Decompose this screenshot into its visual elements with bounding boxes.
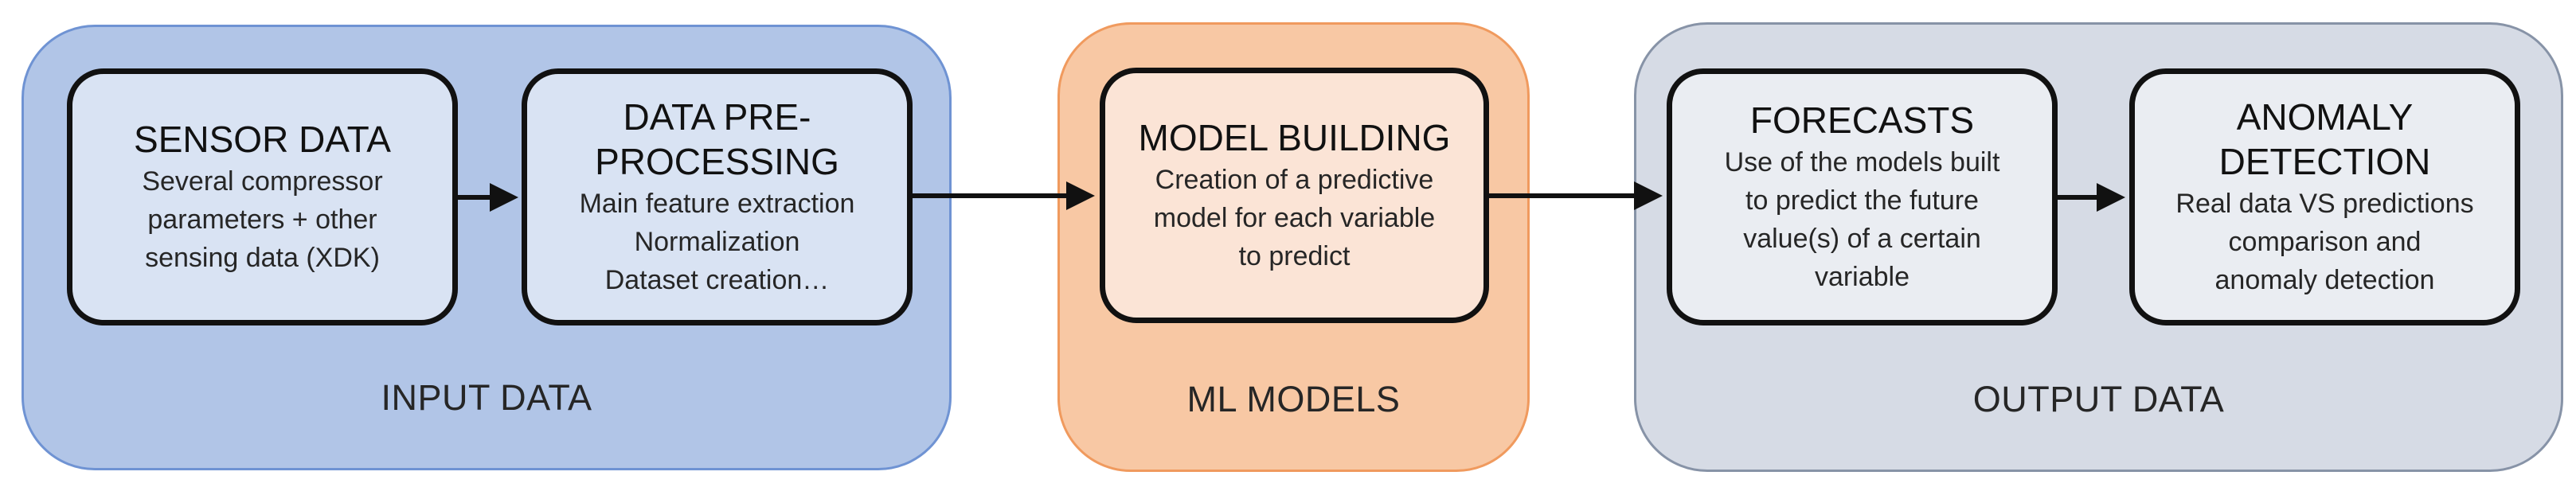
preprocessing-desc-line: Normalization	[634, 226, 800, 257]
forecasts-desc-line: value(s) of a certain	[1743, 223, 1981, 254]
forecasts-title: FORECASTS	[1749, 99, 1975, 141]
anomaly-detection-desc-line: Real data VS predictions	[2175, 188, 2474, 219]
ml-models-label: ML MODELS	[1186, 379, 1401, 419]
sensor-data-desc-line: parameters + other	[147, 204, 377, 235]
preprocessing-desc-line: Main feature extraction	[579, 188, 855, 219]
output-data-label: OUTPUT DATA	[1972, 379, 2225, 419]
anomaly-detection-desc-line: comparison and	[2228, 226, 2422, 257]
anomaly-detection-title-line: ANOMALY	[2236, 95, 2414, 138]
model-building-title: MODEL BUILDING	[1138, 116, 1451, 158]
anomaly-detection-title-line: DETECTION	[2218, 140, 2431, 182]
forecasts-desc-line: to predict the future	[1745, 185, 1979, 216]
sensor-data-box: SENSOR DATA Several compressor parameter…	[67, 68, 458, 325]
preprocessing-title-line: PROCESSING	[595, 140, 839, 182]
sensor-data-desc-line: sensing data (XDK)	[145, 242, 380, 273]
anomaly-detection-box: ANOMALY DETECTION Real data VS predictio…	[2129, 68, 2520, 325]
forecasts-desc-line: Use of the models built	[1724, 146, 2000, 177]
forecasts-desc-line: variable	[1814, 261, 1910, 292]
model-building-desc-line: to predict	[1238, 240, 1351, 271]
input-data-label: INPUT DATA	[381, 377, 592, 418]
forecasts-box: FORECASTS Use of the models built to pre…	[1667, 68, 2058, 325]
sensor-data-desc-line: Several compressor	[142, 166, 383, 197]
model-building-desc-line: model for each variable	[1153, 202, 1436, 233]
model-building-desc-line: Creation of a predictive	[1155, 164, 1434, 195]
sensor-data-title: SENSOR DATA	[134, 118, 391, 160]
preprocessing-title-line: DATA PRE-	[623, 95, 811, 138]
preprocessing-desc-line: Dataset creation…	[604, 264, 830, 295]
model-building-box: MODEL BUILDING Creation of a predictive …	[1100, 68, 1489, 323]
preprocessing-box: DATA PRE- PROCESSING Main feature extrac…	[522, 68, 913, 325]
anomaly-detection-desc-line: anomaly detection	[2214, 264, 2435, 295]
